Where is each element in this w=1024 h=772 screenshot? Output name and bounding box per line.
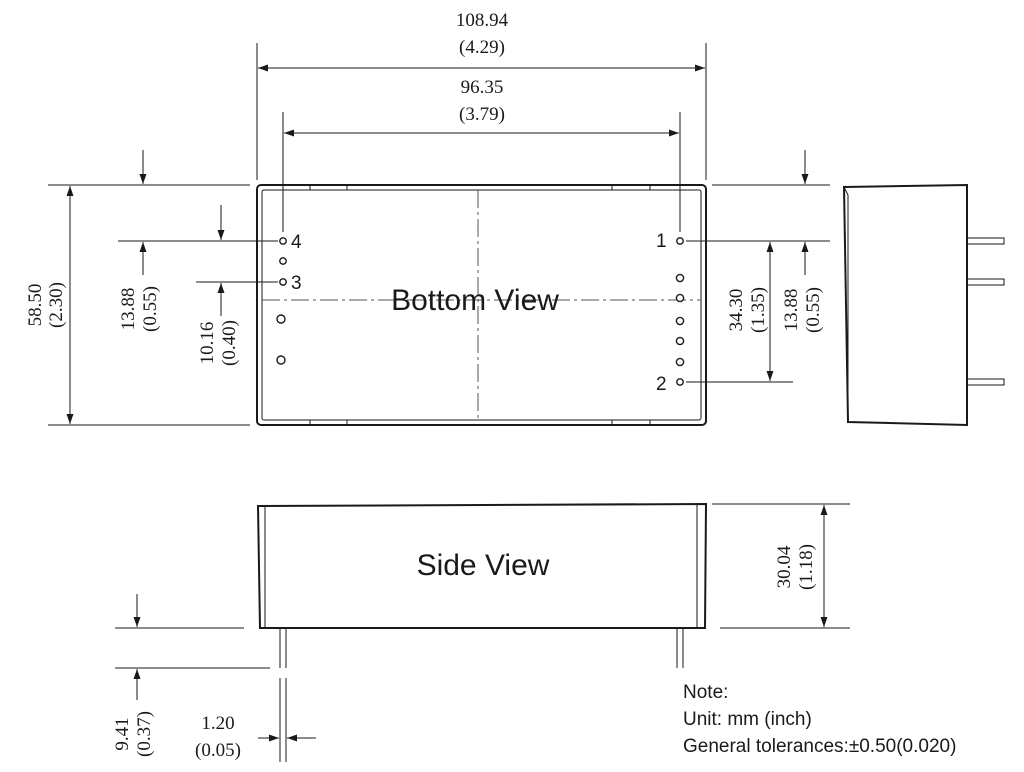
dim-pin-diameter-inch: (0.05) <box>195 740 241 761</box>
note-unit: Unit: mm (inch) <box>683 709 812 730</box>
dim-overall-length-inch: (4.29) <box>459 37 505 58</box>
dim-pin-length: 9.41 (0.37) <box>112 594 270 757</box>
pin-2-label: 2 <box>656 374 667 395</box>
bottom-view: Bottom View 4 3 1 2 <box>256 184 707 426</box>
end-view-pin <box>967 278 1005 286</box>
note-title: Note: <box>683 682 728 703</box>
bottom-view-outline <box>256 184 707 426</box>
dim-pin-span-inch: (3.79) <box>459 104 505 125</box>
dim-pin-1-2-pitch-mm: 34.30 <box>726 289 747 332</box>
dim-pin-diameter: 1.20 (0.05) <box>195 678 316 762</box>
dim-pin-1-2-pitch-inch: (1.35) <box>748 287 769 333</box>
dim-pin-diameter-mm: 1.20 <box>201 713 234 734</box>
pin-hole <box>675 357 685 367</box>
pin-1-hole <box>676 237 684 245</box>
dim-pin-3-4-pitch-inch: (0.40) <box>219 320 240 366</box>
pin-2-hole <box>676 378 684 386</box>
dim-overall-length-mm: 108.94 <box>456 10 509 31</box>
dim-left-top-offset-inch: (0.55) <box>140 286 161 332</box>
pin-hole <box>675 336 685 346</box>
end-view-edge <box>843 186 849 420</box>
dim-pin-length-mm: 9.41 <box>112 717 133 750</box>
dim-pin-1-2-pitch: 34.30 (1.35) <box>686 240 830 383</box>
pin-hole <box>279 257 287 265</box>
side-view-label: Side View <box>417 549 550 582</box>
dim-height: 30.04 (1.18) <box>712 503 850 629</box>
end-view-outline <box>842 183 968 427</box>
pin-hole <box>675 273 685 283</box>
note-block: Note: Unit: mm (inch) General tolerances… <box>683 682 956 757</box>
pin-hole <box>675 316 685 326</box>
bottom-notches <box>309 420 651 425</box>
dim-left-top-offset: 13.88 (0.55) <box>118 150 278 332</box>
dim-overall-width: 58.50 (2.30) <box>25 184 250 426</box>
dim-pin-3-4-pitch: 10.16 (0.40) <box>196 205 278 366</box>
end-view-pin <box>967 378 1005 386</box>
dim-overall-width-inch: (2.30) <box>46 282 67 328</box>
dim-overall-length: 108.94 (4.29) <box>256 10 707 180</box>
dim-right-top-offset-inch: (0.55) <box>803 287 824 333</box>
pin-hole <box>276 355 286 365</box>
pin-hole <box>675 293 685 303</box>
pin-4-label: 4 <box>291 232 302 253</box>
dim-pin-span-mm: 96.35 <box>461 77 504 98</box>
bottom-view-label: Bottom View <box>391 284 559 317</box>
pin-hole <box>276 314 286 324</box>
dim-height-mm: 30.04 <box>774 545 795 588</box>
dim-right-top-offset-mm: 13.88 <box>781 289 802 332</box>
pin-3-hole <box>279 278 287 286</box>
dim-overall-width-mm: 58.50 <box>25 284 46 327</box>
note-tolerance: General tolerances:±0.50(0.020) <box>683 736 956 757</box>
side-view-pin-right <box>676 628 684 668</box>
dim-right-top-offset: 13.88 (0.55) <box>712 150 830 333</box>
end-view <box>842 183 1005 427</box>
dim-pin-span: 96.35 (3.79) <box>282 77 681 232</box>
side-view: Side View <box>256 502 708 668</box>
dim-left-top-offset-mm: 13.88 <box>118 288 139 331</box>
pin-4-hole <box>279 237 287 245</box>
dim-height-inch: (1.18) <box>796 544 817 590</box>
side-view-outline <box>256 502 708 629</box>
dim-pin-length-inch: (0.37) <box>134 711 155 757</box>
bottom-view-inner-outline <box>261 189 702 421</box>
pin-1-label: 1 <box>656 231 667 252</box>
side-view-pin-left <box>279 628 287 668</box>
dim-pin-3-4-pitch-mm: 10.16 <box>197 322 218 365</box>
end-view-pin <box>967 237 1005 245</box>
top-notches <box>309 185 651 190</box>
pin-3-label: 3 <box>291 273 302 294</box>
